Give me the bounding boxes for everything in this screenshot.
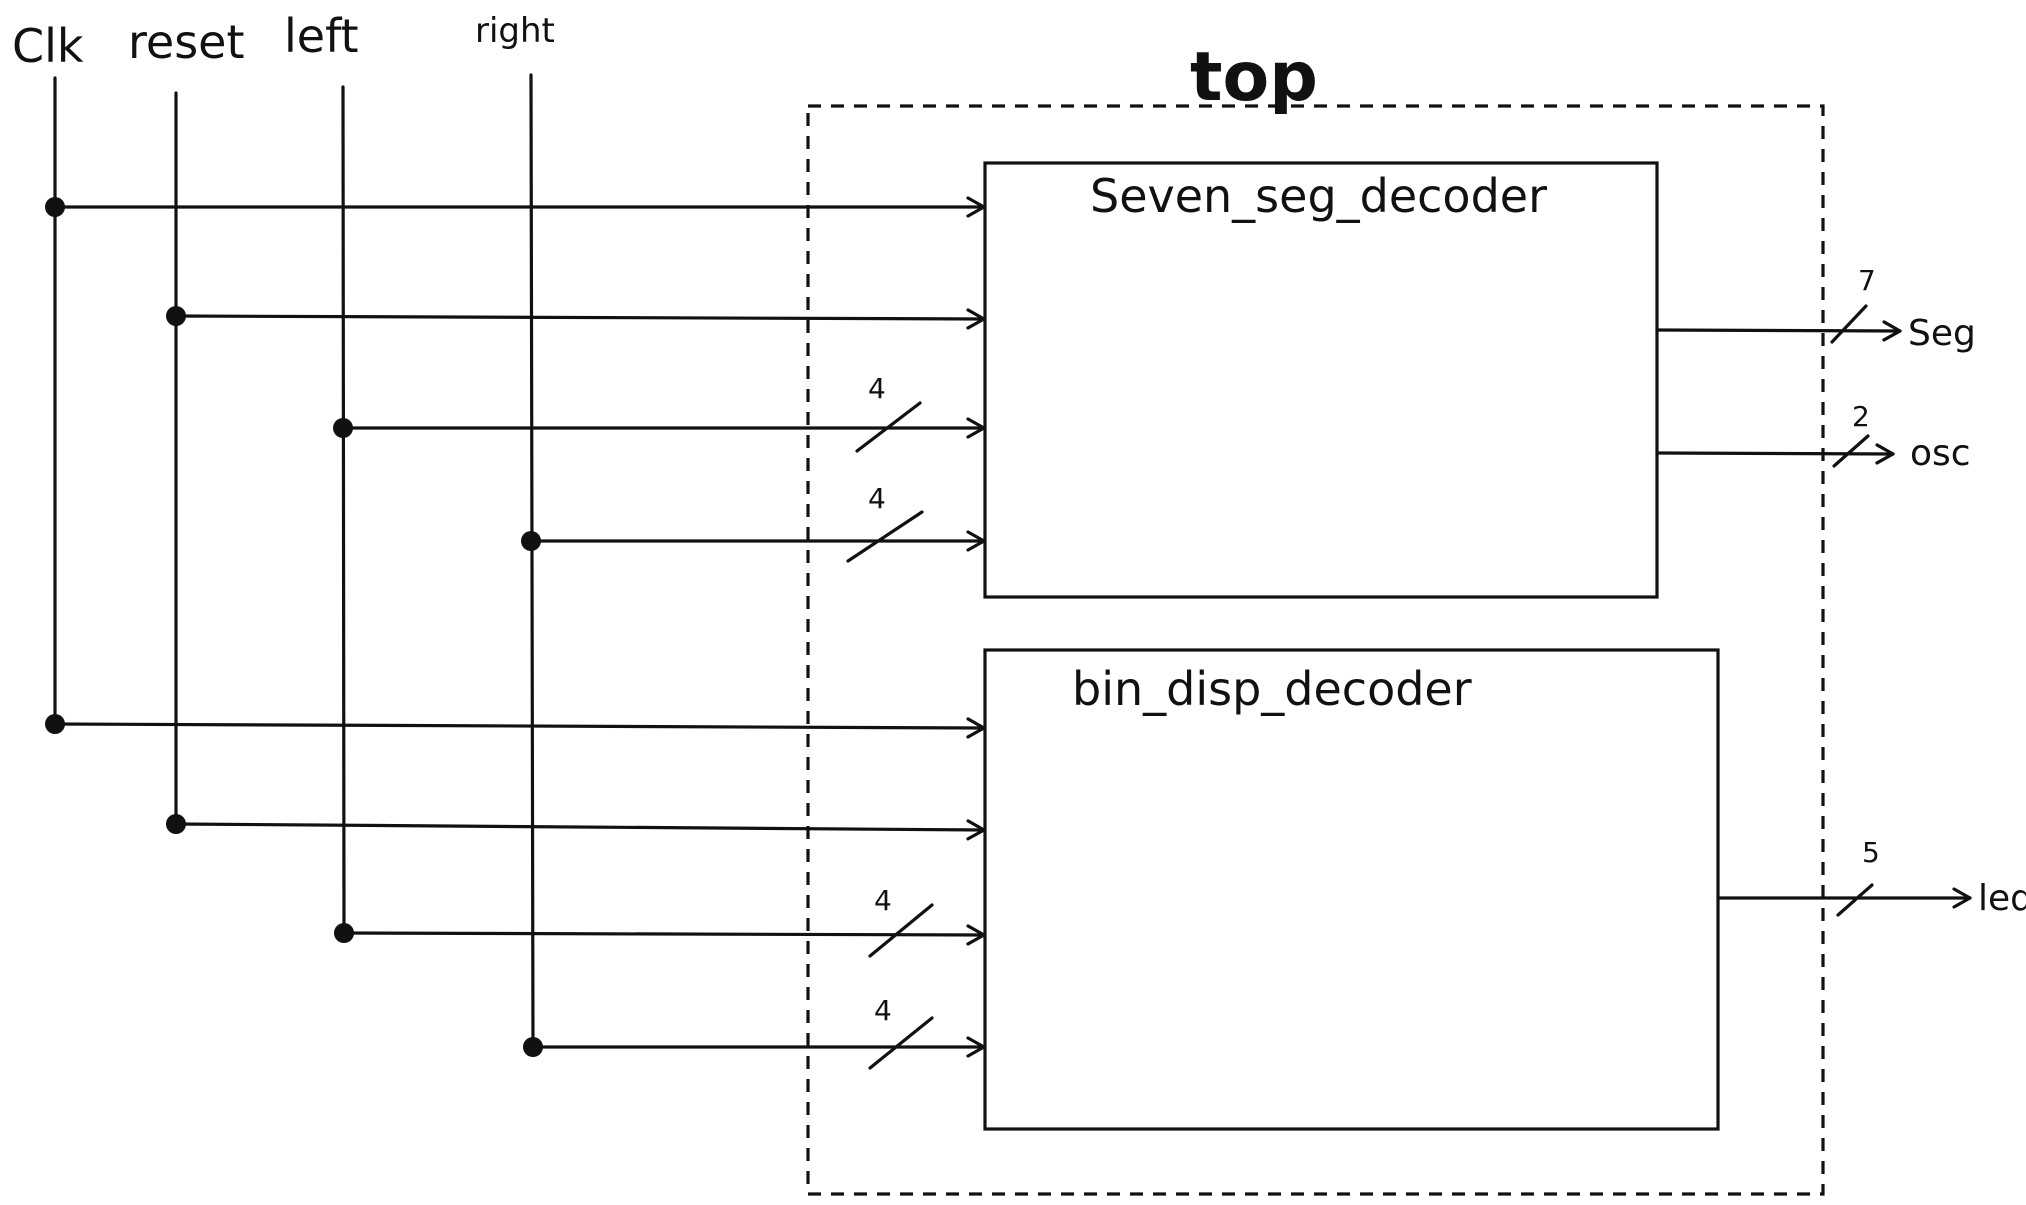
led-bus-width: 5 [1862,836,1880,869]
seg-output-label: Seg [1908,313,1976,354]
seven-seg-decoder-block [983,161,1659,599]
seven-seg-decoder-label: Seven_seg_decoder [1090,169,1547,223]
clk-to-bin-wire [53,717,986,739]
reset-to-bin-wire [174,819,986,841]
osc-bus-slash [1832,434,1870,468]
top-module-label: top [1190,38,1318,117]
left-junction-2 [334,923,354,943]
right-bus-width-1: 4 [868,482,886,515]
seg-output-wire [1655,320,1902,342]
input-label-right: right [475,11,555,51]
reset-junction-1 [166,306,186,326]
bin-disp-decoder-block [983,648,1720,1131]
led-bus-slash [1836,883,1874,917]
top-module-boundary [806,104,1825,1196]
right-junction-2 [523,1037,543,1057]
input-label-reset: reset [128,15,245,69]
osc-bus-width: 2 [1852,400,1870,433]
reset-to-seven-wire [174,308,986,330]
osc-output-label: osc [1910,433,1971,474]
right-bus-slash-1 [846,510,924,563]
bin-disp-decoder-label: bin_disp_decoder [1072,662,1472,716]
left-bus-slash-2 [868,903,934,958]
right-bus-slash-2 [868,1016,934,1070]
clk-junction-2 [45,714,65,734]
led-output-label: led [1978,878,2026,919]
left-bus-width-1: 4 [868,372,886,405]
clk-junction-1 [45,197,65,217]
input-label-clk: Clk [12,19,84,73]
left-bus-width-2: 4 [874,884,892,917]
right-junction-1 [521,531,541,551]
osc-output-wire [1655,443,1895,465]
right-rail [529,73,535,1052]
left-to-bin-wire [342,924,986,946]
seg-bus-slash [1830,304,1868,344]
input-label-left: left [284,9,359,63]
right-bus-width-2: 4 [874,994,892,1027]
left-rail [341,85,346,937]
left-bus-slash-1 [855,401,922,453]
reset-junction-2 [166,814,186,834]
seg-bus-width: 7 [1858,264,1876,297]
left-junction-1 [333,418,353,438]
